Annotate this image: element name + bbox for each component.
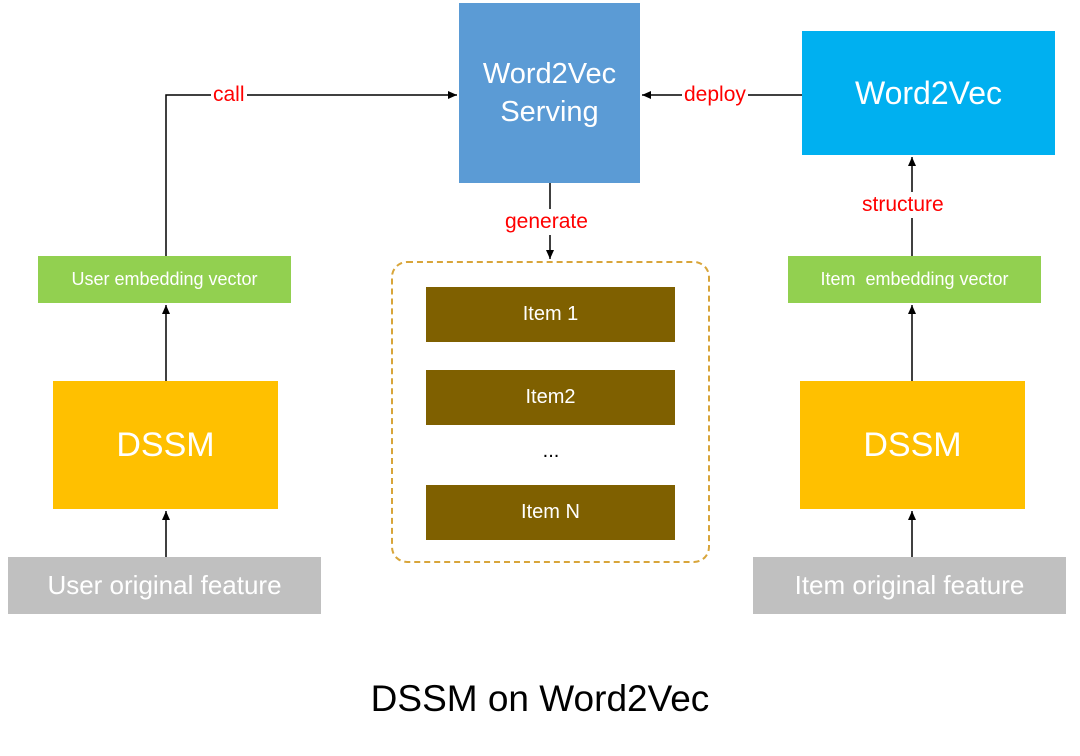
item-feature-node: Item original feature bbox=[753, 557, 1066, 614]
user-dssm-node: DSSM bbox=[53, 381, 278, 509]
user-feature-node: User original feature bbox=[8, 557, 321, 614]
edge-label-deploy: deploy bbox=[682, 82, 748, 108]
result-item: Item N bbox=[426, 485, 675, 540]
word2vec-node: Word2Vec bbox=[802, 31, 1055, 155]
user-embedding-node: User embedding vector bbox=[38, 256, 291, 303]
result-item: Item2 bbox=[426, 370, 675, 425]
result-item: Item 1 bbox=[426, 287, 675, 342]
edge-label-call: call bbox=[211, 82, 247, 108]
edge-label-generate: generate bbox=[503, 209, 590, 235]
arrow-call bbox=[165, 91, 457, 256]
edge-label-structure: structure bbox=[860, 192, 946, 218]
result-items-group bbox=[391, 261, 710, 563]
result-ellipsis: ... bbox=[542, 440, 560, 462]
serving-label-line1: Word2Vec bbox=[482, 58, 617, 90]
serving-label-line2: Serving bbox=[500, 96, 599, 128]
item-embedding-node: Item embedding vector bbox=[788, 256, 1041, 303]
diagram-title: DSSM on Word2Vec bbox=[370, 678, 710, 719]
item-dssm-node: DSSM bbox=[800, 381, 1025, 509]
word2vec-serving-node: Word2Vec Serving bbox=[459, 3, 640, 183]
